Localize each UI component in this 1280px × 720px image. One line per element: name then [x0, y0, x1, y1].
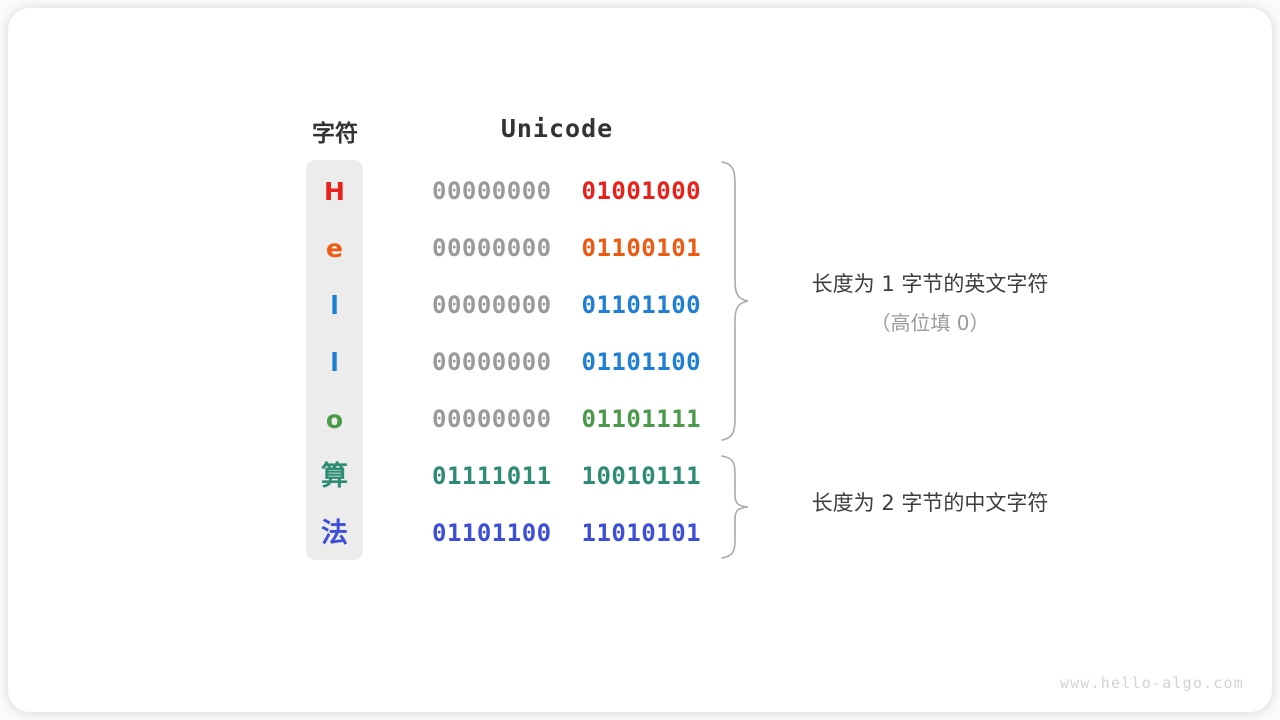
- row-high-byte: 00000000: [432, 177, 552, 205]
- row-low-byte: 01101100: [581, 348, 702, 376]
- figure-card: [8, 8, 1272, 712]
- row-low-byte: 01101111: [581, 405, 702, 433]
- row-high-byte: 00000000: [432, 348, 552, 376]
- row-character: l: [330, 348, 339, 377]
- row-high-byte: 00000000: [432, 405, 552, 433]
- row-unicode-bits: 01101100 11010101: [432, 505, 701, 562]
- grouping-braces: [721, 161, 749, 559]
- annotation-one-byte: 长度为 1 字节的英文字符 （高位填 0）: [765, 268, 1095, 336]
- row-character: 法: [321, 518, 348, 549]
- row-unicode-bits: 00000000 01100101: [432, 220, 701, 277]
- row-character: l: [330, 291, 339, 320]
- row-character: 算: [321, 461, 348, 492]
- row-low-byte: 01101100: [581, 291, 702, 319]
- row-unicode-bits: 00000000 01101100: [432, 334, 701, 391]
- row-character: o: [325, 405, 344, 434]
- character-column-panel: [306, 160, 363, 560]
- row-high-byte: 01111011: [432, 462, 552, 490]
- annotation-one-byte-main: 长度为 1 字节的英文字符: [811, 272, 1049, 296]
- row-low-byte: 01001000: [581, 177, 702, 205]
- row-low-byte: 10010111: [581, 462, 702, 490]
- row-unicode-bits: 01111011 10010111: [432, 448, 701, 505]
- row-low-byte: 11010101: [581, 519, 702, 547]
- column-header-character: 字符: [312, 120, 358, 146]
- row-character: e: [326, 234, 343, 263]
- row-high-byte: 00000000: [432, 291, 552, 319]
- row-high-byte: 00000000: [432, 234, 552, 262]
- annotation-two-byte: 长度为 2 字节的中文字符: [765, 487, 1095, 517]
- row-low-byte: 01100101: [581, 234, 702, 262]
- row-unicode-bits: 00000000 01101111: [432, 391, 701, 448]
- row-character: H: [324, 177, 345, 206]
- column-header-unicode: Unicode: [500, 114, 614, 143]
- annotation-two-byte-main: 长度为 2 字节的中文字符: [811, 491, 1049, 515]
- watermark-url: www.hello-algo.com: [1059, 674, 1244, 692]
- row-high-byte: 01101100: [432, 519, 552, 547]
- row-unicode-bits: 00000000 01101100: [432, 277, 701, 334]
- row-unicode-bits: 00000000 01001000: [432, 163, 701, 220]
- annotation-one-byte-sub: （高位填 0）: [870, 311, 990, 335]
